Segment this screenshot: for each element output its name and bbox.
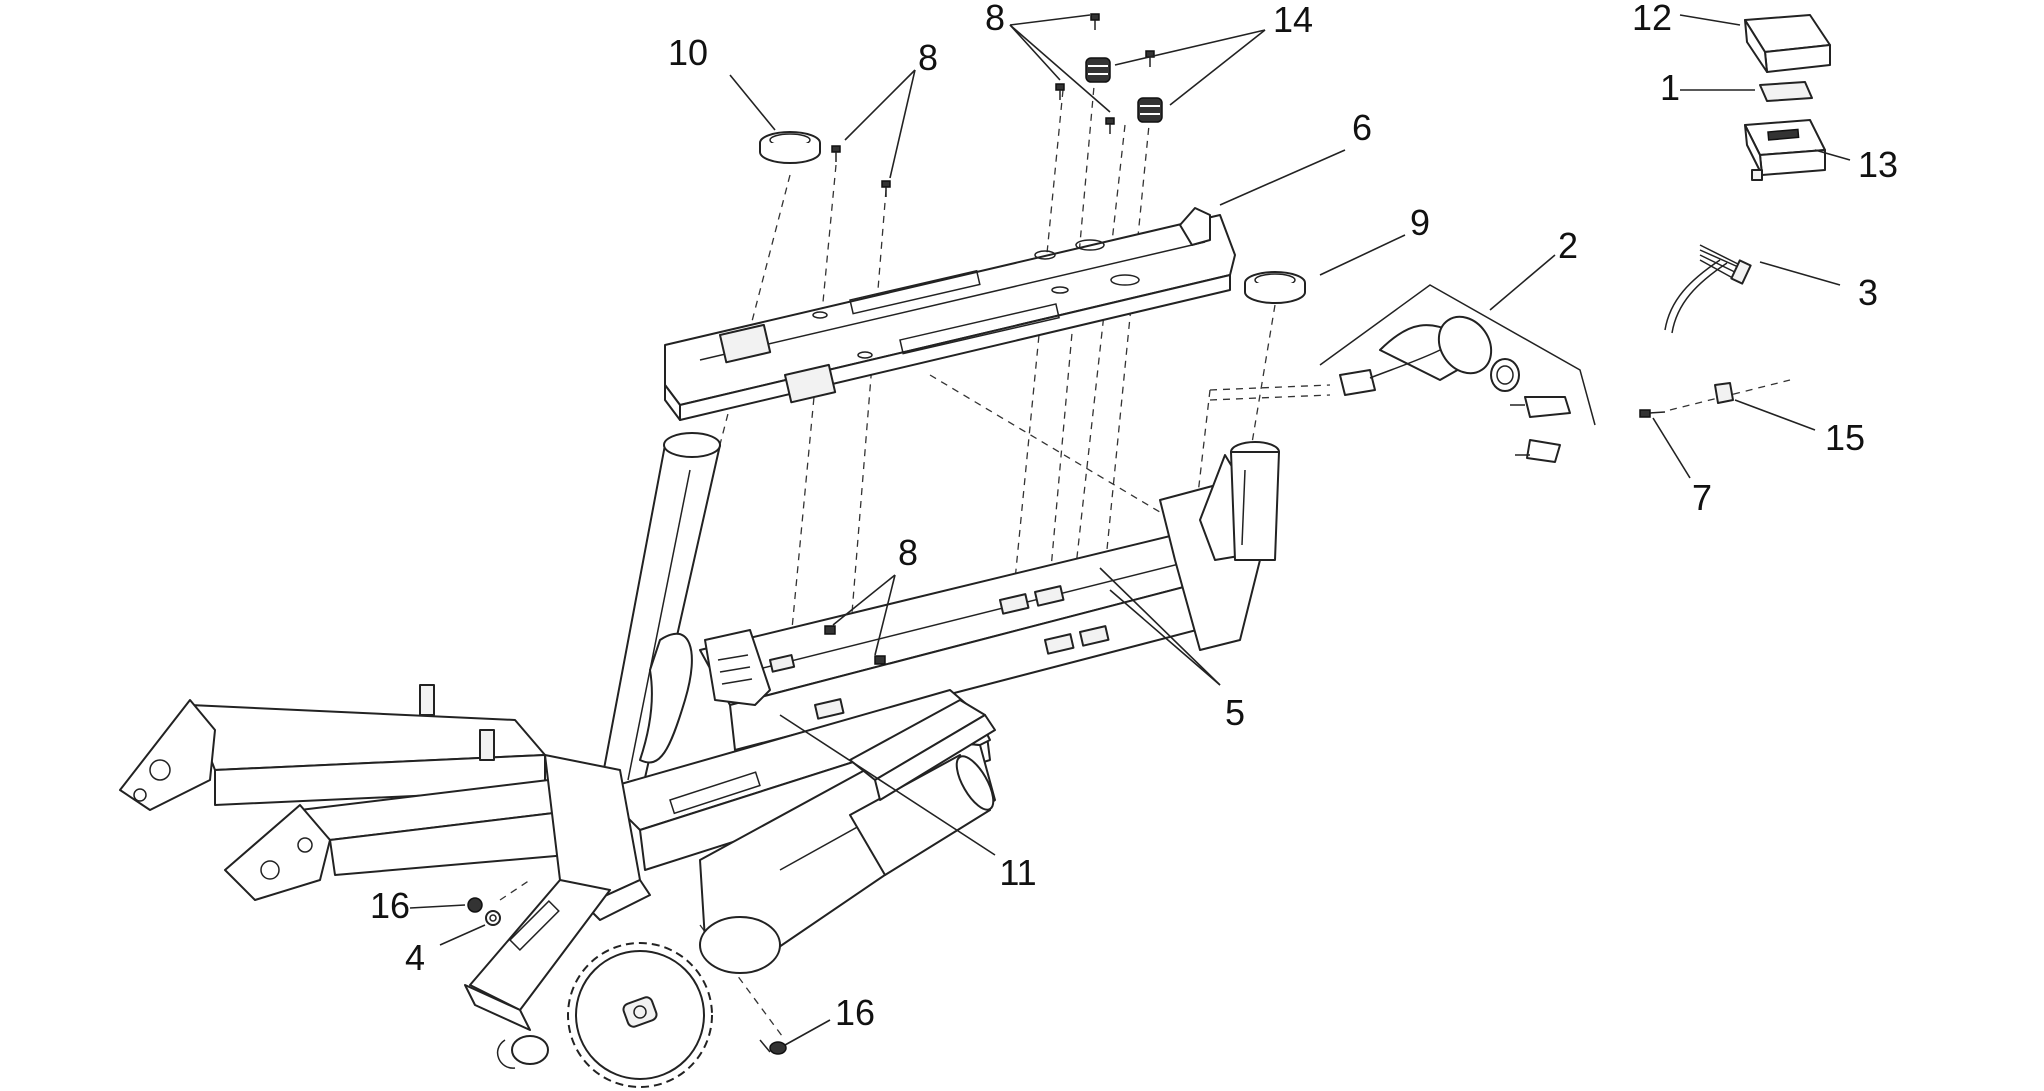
nuts-part-16-4 xyxy=(467,897,501,926)
callout-8: 8 xyxy=(985,0,1005,38)
wire-harness-part-3 xyxy=(1664,244,1752,334)
callout-8: 8 xyxy=(898,532,918,573)
module-part-13 xyxy=(1744,119,1826,181)
main-frame xyxy=(599,432,1280,974)
bolt-part-16 xyxy=(759,1039,787,1055)
bumpers-part-14 xyxy=(1085,57,1163,123)
screw-part-7 xyxy=(1639,409,1666,418)
chainring xyxy=(567,942,713,1088)
callout-9: 9 xyxy=(1410,202,1430,243)
callout-6: 6 xyxy=(1352,107,1372,148)
grommet-part-9 xyxy=(1244,271,1306,304)
callout-14: 14 xyxy=(1273,0,1313,40)
cover-part-12 xyxy=(1744,14,1831,73)
sheet-part-1 xyxy=(1759,81,1813,102)
grommet-part-10 xyxy=(759,131,821,164)
callout-2: 2 xyxy=(1558,225,1578,266)
callout-5: 5 xyxy=(1225,692,1245,733)
callout-10: 10 xyxy=(668,32,708,73)
seat-plate xyxy=(664,207,1236,421)
callout-7: 7 xyxy=(1692,477,1712,518)
callout-11: 11 xyxy=(999,852,1036,893)
callout-8: 8 xyxy=(918,37,938,78)
handlebar-part-2 xyxy=(1319,284,1596,463)
callout-4: 4 xyxy=(405,937,425,978)
callout-1: 1 xyxy=(1660,67,1680,108)
screws-part-8 xyxy=(824,13,1155,665)
callout-16: 16 xyxy=(370,885,410,926)
callout-labels: 10 8 8 14 12 1 13 6 9 2 3 15 7 8 5 11 16… xyxy=(370,0,1898,1033)
callout-15: 15 xyxy=(1825,417,1865,458)
leader-lines xyxy=(409,14,1851,1046)
callout-3: 3 xyxy=(1858,272,1878,313)
callout-16: 16 xyxy=(835,992,875,1033)
clip-part-15 xyxy=(1714,382,1734,404)
callout-12: 12 xyxy=(1632,0,1672,38)
swing-arm xyxy=(119,684,651,1069)
callout-13: 13 xyxy=(1858,144,1898,185)
